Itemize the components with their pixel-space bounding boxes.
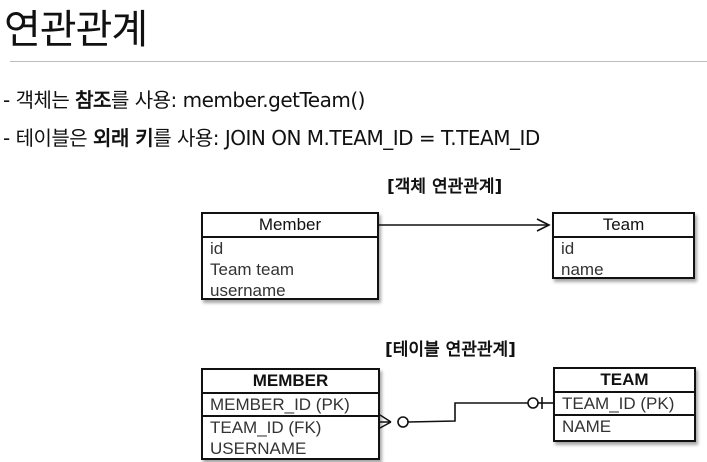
team-field: name xyxy=(561,260,604,279)
page-title: 연관관계 xyxy=(4,7,148,53)
member-field: id xyxy=(210,239,224,258)
member-table-box: MEMBER MEMBER_ID (PK) TEAM_ID (FK) USERN… xyxy=(201,368,380,460)
member-class-box: Member id Team team username xyxy=(201,212,379,300)
object-association-arrow xyxy=(379,218,551,232)
object-diagram-caption: [객체 연관관계] xyxy=(387,177,503,197)
bullet-suffix: 를 사용: JOIN ON M.TEAM_ID = T.TEAM_ID xyxy=(153,126,540,150)
bullet-bold: 참조 xyxy=(75,88,111,112)
erd-relationship-line xyxy=(379,397,553,429)
bullet-prefix: - 객체는 xyxy=(3,88,76,112)
title-divider xyxy=(10,61,707,62)
member-field: username xyxy=(210,281,286,300)
relation-path xyxy=(407,402,528,423)
member-column: TEAM_ID (FK) xyxy=(210,418,322,437)
team-pk-field: TEAM_ID (PK) xyxy=(555,393,694,416)
member-class-name: Member xyxy=(203,214,377,238)
team-column: NAME xyxy=(562,417,612,436)
optional-circle-icon xyxy=(527,397,539,409)
team-class-name: Team xyxy=(554,214,693,238)
bullet-prefix: - 테이블은 xyxy=(3,126,94,150)
bullet-bold: 외래 키 xyxy=(93,126,154,150)
optional-circle-icon xyxy=(397,416,409,428)
team-table-name: TEAM xyxy=(555,369,694,393)
team-class-box: Team id name xyxy=(552,212,695,279)
bullet-table-foreign-key: - 테이블은 외래 키를 사용: JOIN ON M.TEAM_ID = T.T… xyxy=(3,125,540,151)
bullet-suffix: 를 사용: member.getTeam() xyxy=(110,88,365,112)
bullet-object-reference: - 객체는 참조를 사용: member.getTeam() xyxy=(3,87,365,113)
team-field: id xyxy=(561,239,575,258)
member-table-name: MEMBER xyxy=(203,370,378,394)
member-pk-field: MEMBER_ID (PK) xyxy=(203,394,378,417)
crows-foot-many-icon xyxy=(379,414,392,429)
table-diagram-caption: [테이블 연관관계] xyxy=(385,340,516,360)
member-column: USERNAME xyxy=(210,439,307,458)
member-field: Team team xyxy=(210,260,295,279)
team-table-box: TEAM TEAM_ID (PK) NAME xyxy=(553,367,696,442)
arrowhead-icon xyxy=(536,218,551,232)
